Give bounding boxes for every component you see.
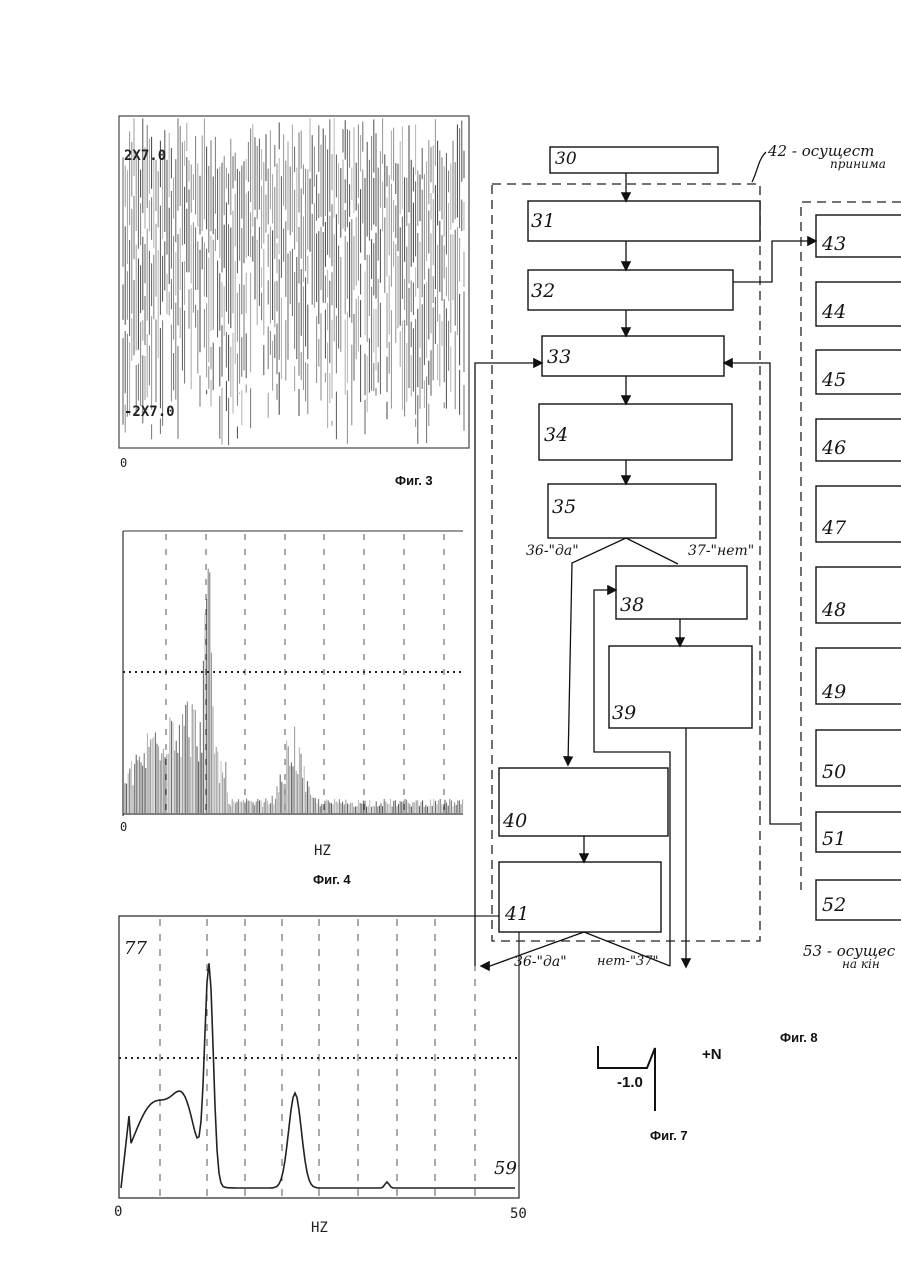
- block-45-label: 45: [822, 369, 846, 391]
- branch-yes-36-bottom: 36-"да": [514, 954, 567, 970]
- fig8-diagram: [460, 130, 901, 990]
- block-35-label: 35: [552, 496, 576, 518]
- block-33-label: 33: [547, 346, 571, 368]
- fig3-caption: Фиг. 3: [395, 473, 433, 488]
- fig5-spectrum-curve: [121, 963, 515, 1188]
- fig4-plot: [118, 528, 468, 820]
- block-30-label: 30: [555, 149, 577, 169]
- fig5-axis-max: 50: [510, 1206, 527, 1222]
- fig5-bottom-right-label: 59: [494, 1158, 517, 1179]
- block-41-label: 41: [505, 903, 529, 925]
- fig3-axis-origin: 0: [120, 456, 127, 470]
- group-42-label-line2: принима: [830, 157, 886, 171]
- block-48-label: 48: [822, 599, 846, 621]
- fig8-caption: Фиг. 8: [780, 1030, 818, 1045]
- block-47-label: 47: [822, 517, 846, 539]
- block-43-label: 43: [822, 233, 846, 255]
- fig5-xlabel: HZ: [311, 1220, 328, 1236]
- block-51-label: 51: [822, 828, 846, 850]
- block-50-label: 50: [822, 761, 846, 783]
- fig3-waveform: [123, 118, 464, 445]
- fig7-value-label: -1.0: [617, 1074, 643, 1091]
- branch-no-37-top: 37-"нет": [688, 543, 754, 559]
- fig7-side-label: +N: [702, 1046, 722, 1063]
- block-49-label: 49: [822, 681, 846, 703]
- block-34-label: 34: [544, 424, 568, 446]
- fig4-xlabel: HZ: [314, 843, 331, 859]
- fig4-spectrum: [125, 569, 463, 813]
- block-39-label: 39: [612, 702, 636, 724]
- branch-no-37-bottom: нет-"37": [597, 954, 658, 969]
- block-40-label: 40: [503, 810, 527, 832]
- block-31-label: 31: [531, 210, 555, 232]
- branch-yes-36-top: 36-"да": [526, 543, 579, 559]
- block-32-label: 32: [531, 280, 555, 302]
- block-52-label: 52: [822, 894, 846, 916]
- fig5-top-left-label: 77: [124, 938, 147, 959]
- fig3-plot: [115, 112, 475, 452]
- fig4-axis-origin: 0: [120, 820, 127, 834]
- block-46-label: 46: [822, 437, 846, 459]
- group-53-label-line2: на кін: [842, 957, 880, 971]
- fig7-caption: Фиг. 7: [650, 1128, 688, 1143]
- fig5-axis-origin: 0: [114, 1204, 122, 1220]
- block-31: [528, 201, 760, 241]
- block-38-label: 38: [620, 594, 644, 616]
- fig3-bottom-value-label: -2X7.0: [124, 404, 175, 420]
- fig4-caption: Фиг. 4: [313, 872, 351, 887]
- block-32: [528, 270, 733, 310]
- fig3-top-value-label: 2X7.0: [124, 148, 166, 164]
- block-44-label: 44: [822, 301, 846, 323]
